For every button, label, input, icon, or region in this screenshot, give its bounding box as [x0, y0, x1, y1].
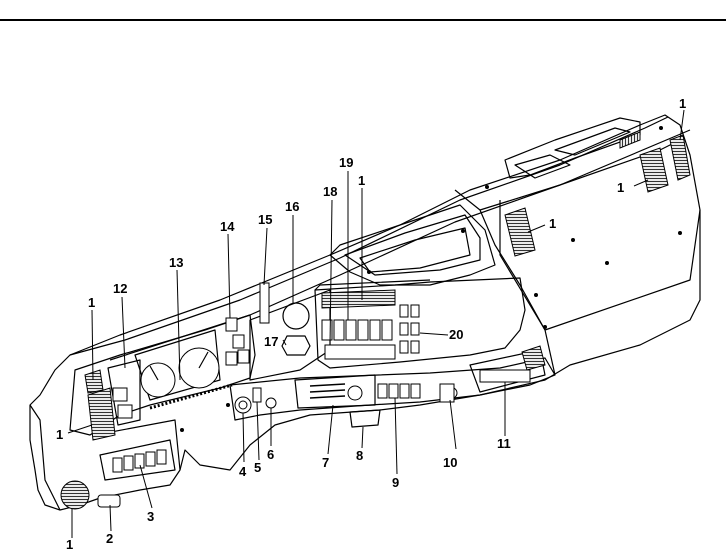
radio-panel — [314, 277, 526, 369]
callout-1-left-top: 1 — [88, 295, 95, 310]
center-console-upper — [329, 204, 496, 286]
instrument-cluster — [69, 314, 256, 436]
callout-19: 19 — [339, 155, 353, 170]
dashboard-body — [29, 114, 701, 511]
header-rule — [0, 19, 726, 21]
callout-1-left-vent: 1 — [56, 427, 63, 442]
callout-13: 13 — [169, 255, 183, 270]
rotary-knob — [265, 397, 277, 409]
callout-11: 11 — [497, 436, 511, 451]
callout-12: 12 — [113, 281, 127, 296]
callout-18: 18 — [323, 184, 337, 199]
speaker-grille — [60, 480, 90, 510]
callout-1-right-vent: 1 — [617, 180, 624, 195]
callout-15: 15 — [258, 212, 272, 227]
dashboard-top-ridge — [69, 116, 669, 356]
air-vent-top-left — [619, 131, 641, 149]
right-lower-panel — [469, 349, 546, 393]
callout-3: 3 — [147, 509, 154, 524]
callout-14: 14 — [220, 219, 235, 234]
air-vent-top-right — [639, 147, 669, 193]
callout-1-bottom-left: 1 — [66, 537, 73, 549]
air-vent-center-right — [504, 207, 536, 257]
callout-5: 5 — [254, 460, 261, 475]
air-vent-left-small — [84, 369, 104, 394]
right-panel — [454, 129, 691, 376]
callout-9: 9 — [392, 475, 399, 490]
callout-2: 2 — [106, 531, 113, 546]
callout-8: 8 — [356, 448, 363, 463]
callout-10: 10 — [443, 455, 457, 470]
callout-16: 16 — [285, 199, 299, 214]
callout-17: 17 — [264, 334, 278, 349]
air-vent-left — [87, 387, 116, 441]
air-vent-right-side — [669, 134, 691, 181]
air-vent-right-lower — [521, 345, 546, 371]
callout-1-top-right: 1 — [679, 96, 686, 111]
callout-6: 6 — [267, 447, 274, 462]
callout-20: 20 — [449, 327, 463, 342]
callout-4: 4 — [239, 464, 247, 479]
callout-1-center-vent: 1 — [549, 216, 556, 231]
floor-knob — [97, 494, 121, 508]
callout-1-top-center: 1 — [358, 173, 365, 188]
callout-7: 7 — [322, 455, 329, 470]
air-vent-center — [321, 289, 396, 309]
lower-switch-panel — [99, 439, 176, 481]
